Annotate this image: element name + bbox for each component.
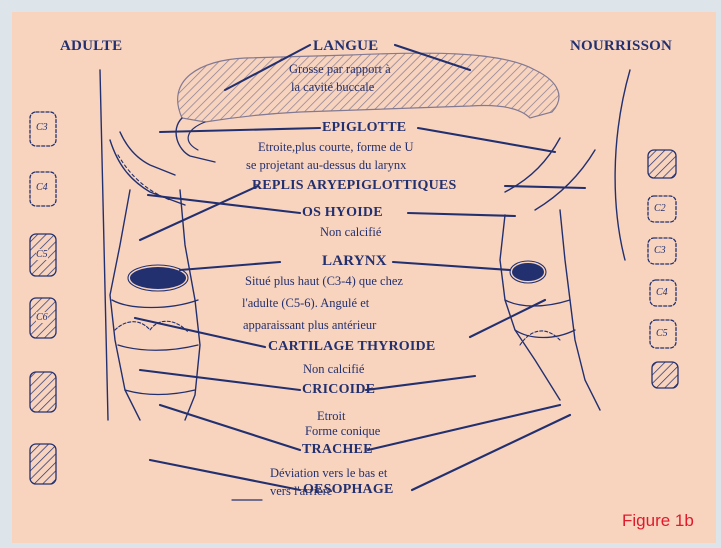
adult-larynx-opening <box>130 267 186 289</box>
infant-vertebra-c3: C3 <box>654 245 666 256</box>
note-hyoide: Non calcifié <box>320 225 381 241</box>
infant-vertebra-c5: C5 <box>656 328 668 339</box>
label-larynx: LARYNX <box>322 253 387 270</box>
adult-vertebra-c6: C6 <box>36 312 48 323</box>
note-epiglotte-2: se projetant au-dessus du larynx <box>246 158 406 174</box>
note-cricoide-1: Etroit <box>317 409 345 425</box>
label-cricoide: CRICOIDE <box>302 382 375 398</box>
note-larynx-2: l'adulte (C5-6). Angulé et <box>242 296 369 312</box>
adult-vertebra-c3: C3 <box>36 122 48 133</box>
adult-vertebra-c5: C5 <box>36 249 48 260</box>
label-replis-aryepiglottiques: REPLIS ARYEPIGLOTTIQUES <box>252 178 456 194</box>
infant-vertebrae <box>648 150 678 388</box>
adult-vertebra-c4: C4 <box>36 182 48 193</box>
figure-label: Figure 1b <box>622 511 694 531</box>
adult-epiglottis <box>120 132 175 175</box>
label-langue: LANGUE <box>313 38 378 55</box>
note-larynx-3: apparaissant plus antérieur <box>243 318 376 334</box>
label-os-hyoide: OS HYOIDE <box>302 205 383 221</box>
label-cartilage-thyroide: CARTILAGE THYROIDE <box>268 339 435 355</box>
infant-vertebra-c2: C2 <box>654 203 666 214</box>
label-oesophage: OESOPHAGE <box>303 482 393 498</box>
infant-vertebra-c4: C4 <box>656 287 668 298</box>
note-epiglotte-1: Etroite,plus courte, forme de U <box>258 140 414 156</box>
note-trachee-1: Déviation vers le bas et <box>270 466 387 482</box>
header-nourrisson: NOURRISSON <box>570 38 672 55</box>
note-cricoide-2: Forme conique <box>305 424 380 440</box>
adult-vertebrae <box>30 112 56 484</box>
label-trachee: TRACHEE <box>302 442 373 458</box>
infant-larynx-opening <box>512 263 544 281</box>
infant-larynx-tube <box>500 210 600 410</box>
note-thyroide: Non calcifié <box>303 362 364 378</box>
header-adulte: ADULTE <box>60 38 122 55</box>
infant-epiglottis <box>505 138 560 192</box>
note-larynx-1: Situé plus haut (C3-4) que chez <box>245 274 403 290</box>
label-epiglotte: EPIGLOTTE <box>322 120 406 136</box>
note-langue-2: la cavité buccale <box>291 80 374 96</box>
note-langue-1: Grosse par rapport à <box>289 62 391 78</box>
